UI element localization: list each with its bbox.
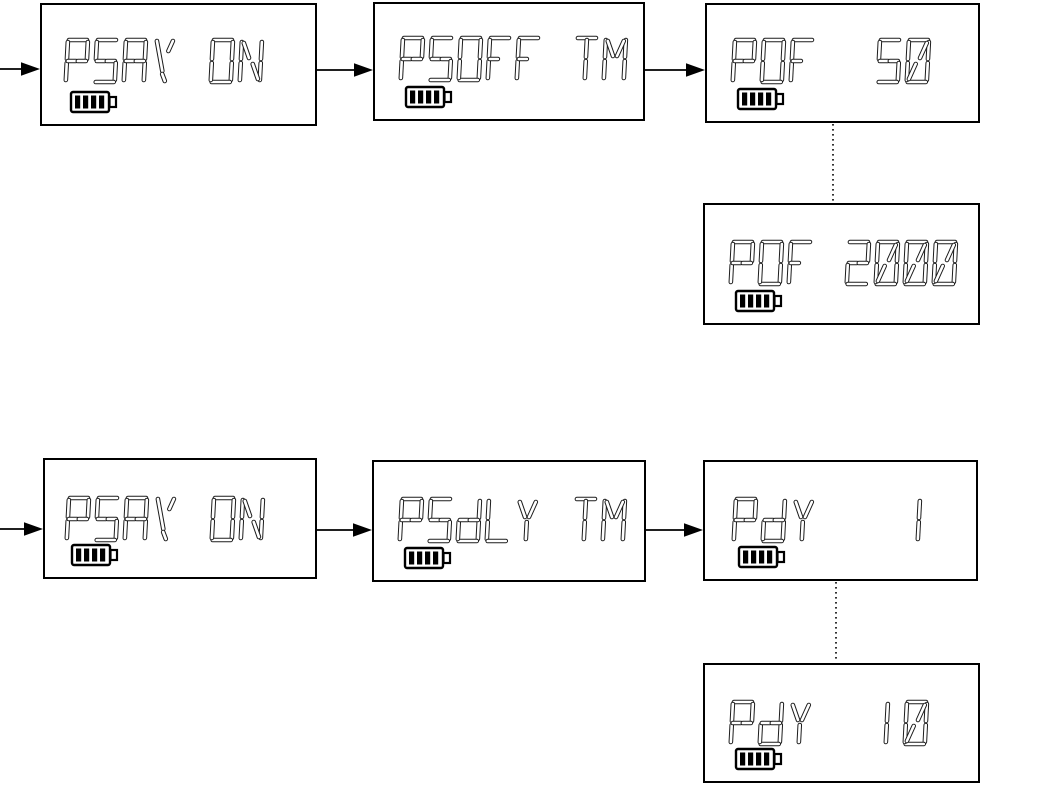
lcd-display	[64, 495, 266, 567]
lcd-char	[883, 701, 891, 745]
lcd-char	[788, 37, 815, 83]
lcd-screen-psdly-tm: PSdLY TM	[372, 460, 646, 582]
lcd-segment-text	[728, 239, 959, 287]
lcd-char	[485, 35, 512, 81]
lcd-char	[915, 498, 923, 542]
lcd-char	[237, 39, 265, 83]
lcd-char	[574, 496, 598, 542]
lcd-char	[876, 37, 902, 85]
lcd-segment-text	[64, 495, 266, 543]
lcd-char	[790, 702, 812, 745]
right-arrow-icon	[317, 63, 373, 77]
lcd-display	[728, 239, 959, 313]
lcd-char	[238, 497, 266, 541]
lcd-segment-text	[730, 37, 932, 85]
lcd-char	[456, 35, 484, 83]
lcd-screen-pdy-1: PdY 1	[703, 460, 978, 581]
lcd-char	[208, 37, 236, 85]
battery-icon	[734, 289, 783, 313]
battery-icon	[403, 546, 452, 570]
right-arrow-icon	[645, 63, 705, 77]
battery-icon	[70, 543, 119, 567]
lcd-screen-pof-2000: POF 2000	[703, 203, 980, 325]
lcd-char	[759, 37, 787, 85]
battery-icon	[404, 85, 453, 109]
lcd-char	[575, 35, 599, 81]
lcd-screen-pdy-10: PdY 10	[703, 663, 980, 783]
lcd-char	[427, 496, 453, 544]
lcd-char	[428, 35, 454, 83]
lcd-segment-text	[398, 35, 629, 83]
lcd-screen-psav-on-1: PSAV ON	[40, 3, 317, 126]
lcd-char	[484, 498, 509, 544]
lcd-screen-pof-50: POF 50	[705, 3, 980, 123]
lcd-display	[63, 37, 265, 114]
battery-icon	[736, 87, 785, 111]
lcd-char	[600, 498, 628, 542]
lcd-char	[760, 498, 788, 544]
right-arrow-icon	[0, 62, 40, 76]
lcd-char	[398, 35, 426, 81]
lcd-char	[601, 37, 629, 81]
lcd-char	[63, 37, 91, 83]
lcd-char	[64, 495, 92, 541]
right-arrow-icon	[317, 523, 372, 537]
lcd-char	[728, 699, 756, 745]
lcd-char	[786, 239, 813, 285]
lcd-segment-text	[397, 496, 628, 544]
lcd-char	[122, 495, 150, 541]
lcd-char	[94, 495, 120, 543]
lcd-char	[902, 239, 930, 287]
lcd-char	[844, 239, 872, 287]
battery-icon	[734, 747, 783, 771]
lcd-char	[154, 38, 176, 84]
battery-icon	[69, 90, 118, 114]
right-arrow-icon	[646, 523, 703, 537]
lcd-char	[731, 496, 759, 542]
lcd-segment-text	[63, 37, 265, 85]
battery-icon	[737, 545, 786, 569]
lcd-char	[517, 499, 539, 542]
lcd-char	[931, 239, 959, 287]
lcd-char	[873, 239, 901, 287]
lcd-segment-text	[731, 496, 923, 544]
lcd-display	[398, 35, 629, 109]
lcd-char	[514, 35, 541, 81]
lcd-display	[731, 496, 923, 569]
lcd-segment-text	[728, 699, 930, 747]
lcd-char	[121, 37, 149, 83]
lcd-char	[902, 699, 930, 747]
lcd-screen-psav-on-2: PSAV ON	[43, 458, 317, 579]
lcd-char	[757, 701, 785, 747]
lcd-char	[904, 37, 932, 85]
lcd-char	[397, 496, 425, 542]
lcd-screen-psoff-tm: PSOFF TM	[373, 2, 645, 121]
lcd-char	[155, 496, 177, 542]
lcd-char	[793, 499, 815, 542]
lcd-char	[730, 37, 758, 83]
right-arrow-icon	[0, 522, 43, 536]
lcd-display	[397, 496, 628, 570]
lcd-char	[757, 239, 785, 287]
lcd-char	[93, 37, 119, 85]
lcd-display	[728, 699, 930, 771]
lcd-display	[730, 37, 932, 111]
lcd-char	[209, 495, 237, 543]
lcd-char	[455, 498, 483, 544]
lcd-char	[728, 239, 756, 285]
